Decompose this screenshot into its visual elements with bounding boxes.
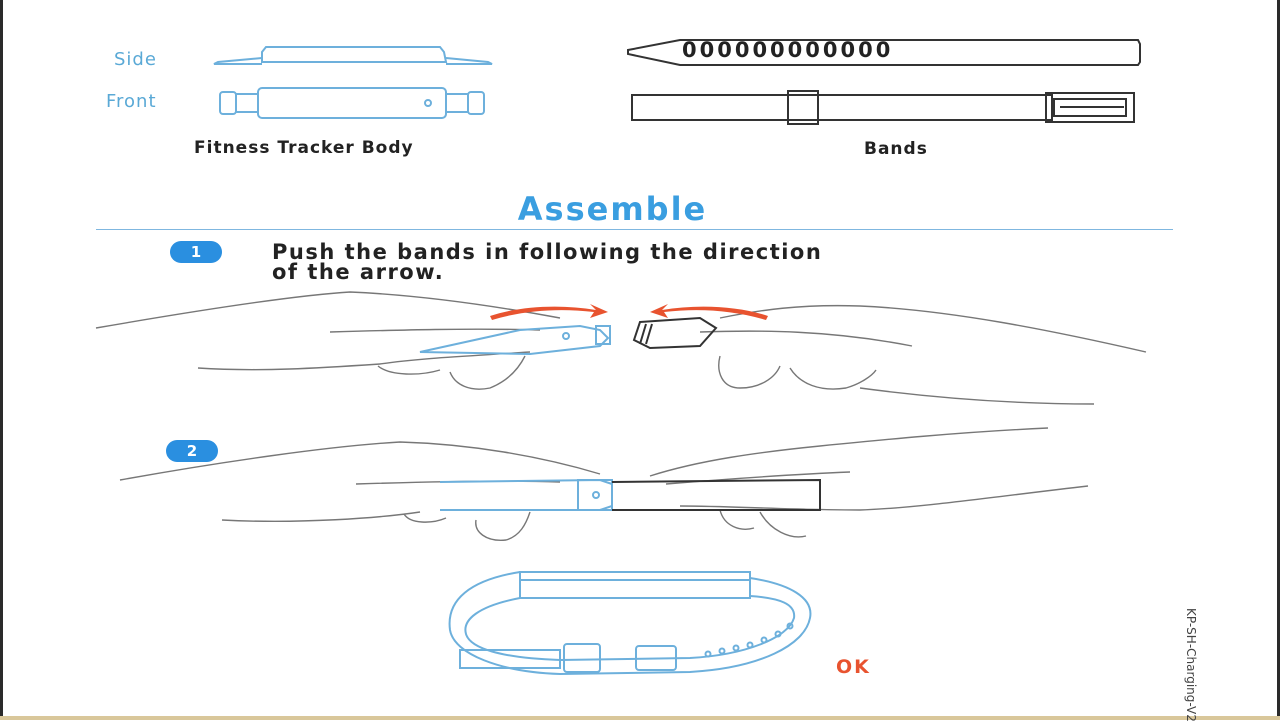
heading-divider <box>96 229 1173 230</box>
arrow-left-icon <box>650 304 768 320</box>
frame-edge-right <box>1277 0 1280 720</box>
tracker-front-view <box>219 87 485 119</box>
step1-band-end-drawing <box>632 316 718 350</box>
band-with-holes <box>627 39 1141 66</box>
step1-instruction-line2: of the arrow. <box>272 260 445 284</box>
tracker-side-view <box>213 46 493 65</box>
document-code: KP-SH-Charging-V2 <box>1184 608 1198 722</box>
step1-instruction-line1: Push the bands in following the directio… <box>272 240 823 264</box>
frame-edge-left <box>0 0 3 720</box>
front-view-label: Front <box>106 91 157 112</box>
section-heading: Assemble <box>517 190 708 228</box>
arrow-right-icon <box>490 304 608 320</box>
step2-badge: 2 <box>166 440 218 462</box>
step1-badge: 1 <box>170 241 222 263</box>
side-view-label: Side <box>114 49 157 70</box>
ok-label: OK <box>836 656 871 678</box>
bands-caption: Bands <box>864 139 928 159</box>
tracker-body-caption: Fitness Tracker Body <box>194 138 414 158</box>
step1-instruction: Push the bands in following the directio… <box>272 240 823 284</box>
step1-tracker-drawing <box>419 324 611 356</box>
step1-hands-drawing <box>95 291 1147 405</box>
frame-edge-bottom <box>0 716 1280 720</box>
band-holes-label: 000000000000 <box>682 38 894 62</box>
step2-assembled-band-drawing <box>439 478 821 511</box>
step2-hands-drawing <box>119 427 1089 541</box>
band-with-buckle <box>631 90 1135 125</box>
completed-band-drawing <box>448 571 812 676</box>
